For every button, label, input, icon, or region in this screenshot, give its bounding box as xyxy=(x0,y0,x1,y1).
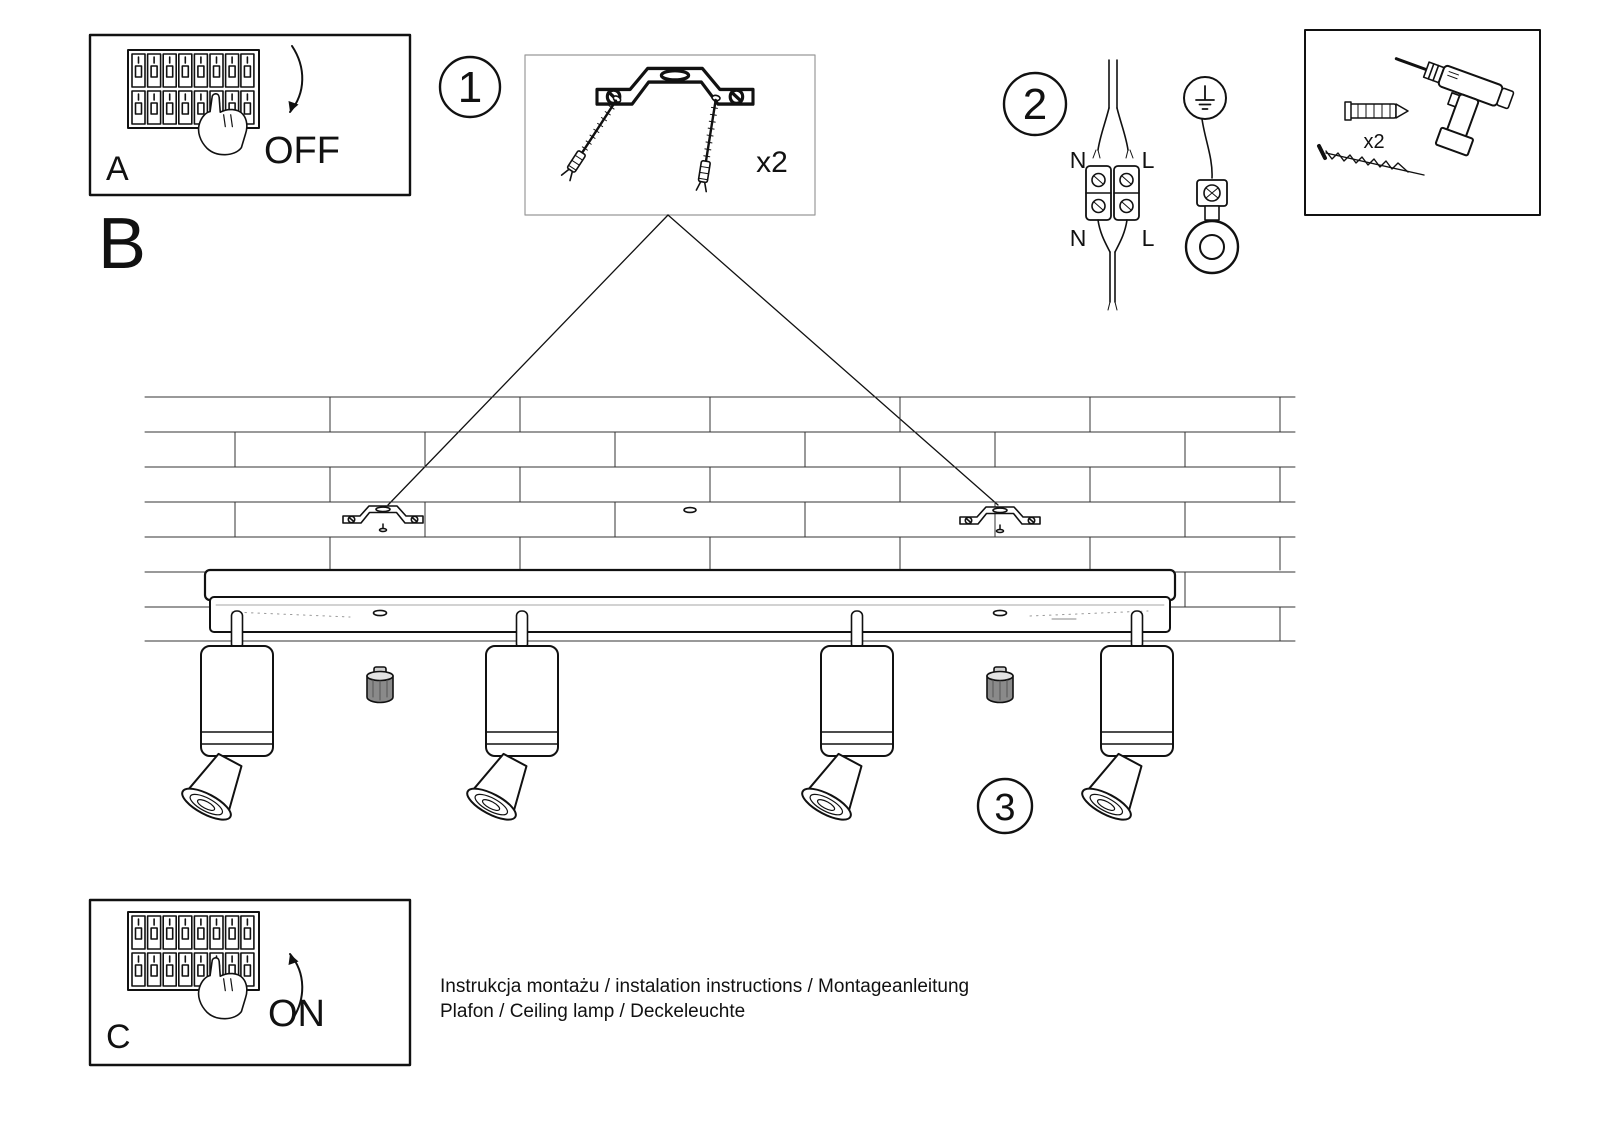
footer-line2: Plafon / Ceiling lamp / Deckeleuchte xyxy=(440,1001,745,1022)
kit-box-frame xyxy=(524,54,816,216)
screw-with-anchor-icon xyxy=(695,93,723,193)
step-1-circle xyxy=(438,55,502,119)
wall-plug-icon xyxy=(1344,101,1409,121)
bracket-screw-tip xyxy=(378,527,388,533)
neutral-top-label: N xyxy=(1070,147,1087,173)
tools-box: x2 xyxy=(1304,29,1541,216)
rail-screw-hole xyxy=(372,609,388,617)
ceiling-brick-wall xyxy=(144,396,1296,642)
ground-symbol-icon xyxy=(1183,76,1227,120)
spotlight-4 xyxy=(1076,610,1174,827)
off-label: OFF xyxy=(264,130,340,172)
plug-qty-label: x2 xyxy=(1363,131,1384,153)
callout-lines xyxy=(387,214,999,506)
spotlight-3 xyxy=(796,610,894,827)
terminal-block-diagram xyxy=(1085,59,1140,311)
arrowhead-icon xyxy=(288,101,299,112)
ground-connection-diagram xyxy=(1183,76,1240,275)
on-label: ON xyxy=(268,993,325,1035)
ceiling-hole xyxy=(683,506,697,514)
bracket-screw-tips xyxy=(382,523,1001,530)
rail-texture xyxy=(231,610,1149,618)
live-bottom-label: L xyxy=(1142,225,1155,251)
step-1-number: 1 xyxy=(458,63,482,112)
spotlight-1 xyxy=(176,610,274,827)
lamp-rail-back xyxy=(203,568,1177,602)
section-c-label: C xyxy=(106,1018,131,1056)
step-2-circle xyxy=(1002,71,1068,137)
live-top-label: L xyxy=(1142,147,1155,173)
section-c-frame xyxy=(88,898,412,1067)
step-2-wiring: 2 N L N L xyxy=(1002,59,1240,311)
spotlight-2 xyxy=(461,610,559,827)
bracket-qty-label: x2 xyxy=(756,146,788,179)
brick-vertical-joints xyxy=(234,396,1281,642)
rail-screw-hole xyxy=(992,609,1008,617)
section-b-label: B xyxy=(98,204,146,284)
mounting-bracket-right xyxy=(959,506,1041,525)
step-2-number: 2 xyxy=(1023,80,1047,129)
step-3-number: 3 xyxy=(994,787,1015,829)
step-3-circle xyxy=(976,777,1034,835)
lamp-rail-front xyxy=(209,596,1171,633)
cover-cap-right xyxy=(986,666,1014,704)
switch-down-arrow xyxy=(289,45,304,113)
footer-line1: Instrukcja montażu / instalation instruc… xyxy=(440,976,969,997)
step-3-marker: 3 xyxy=(976,777,1034,835)
mounting-screw-icon xyxy=(1317,144,1425,176)
section-a-label: A xyxy=(106,150,129,188)
screw-with-anchor-icon xyxy=(560,92,624,182)
tools-box-frame xyxy=(1304,29,1541,216)
bracket-screw-tip xyxy=(995,528,1005,534)
section-c-power-on: C ON xyxy=(88,898,412,1067)
mounting-bracket-left xyxy=(342,505,424,524)
arrowhead-icon xyxy=(288,954,299,965)
cover-cap-left xyxy=(366,666,394,704)
section-a-power-off: A OFF xyxy=(88,33,412,197)
section-a-frame xyxy=(88,33,412,197)
neutral-bottom-label: N xyxy=(1070,225,1087,251)
ceiling-lamp-assembly xyxy=(176,505,1177,827)
step-1-bracket-kit: 1 x2 xyxy=(387,54,999,506)
drill-icon xyxy=(1394,57,1515,157)
brick-horizontal-lines xyxy=(144,396,1296,642)
